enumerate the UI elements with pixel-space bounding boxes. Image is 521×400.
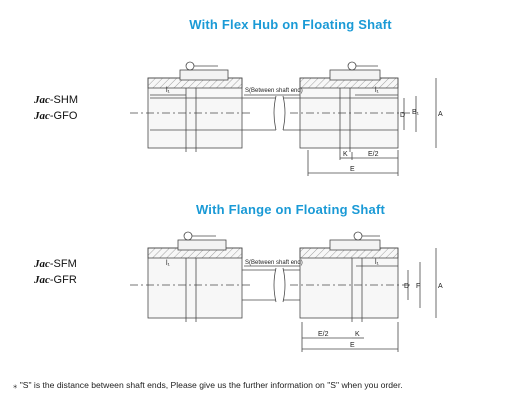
model-brand: Jac xyxy=(34,94,50,106)
e-half-label: E/2 xyxy=(368,151,379,158)
left-flange-body xyxy=(147,247,243,319)
model-code: -GFO xyxy=(49,110,78,122)
d-label: D xyxy=(400,112,405,119)
l1-label: l₁ xyxy=(375,259,380,266)
b1-label: B₁ xyxy=(412,109,420,116)
k-label: K xyxy=(343,151,348,158)
right-flange-body xyxy=(299,247,399,319)
shaft-break xyxy=(273,95,286,131)
model-label-gfo: Jac-GFO xyxy=(34,110,77,122)
model-brand: Jac xyxy=(34,110,50,122)
footnote-text: "S" is the distance between shaft ends, … xyxy=(19,380,403,390)
bottom-diagram-title: With Flange on Floating Shaft xyxy=(195,202,386,217)
a-label: A xyxy=(438,111,443,118)
footnote: ⁎ "S" is the distance between shaft ends… xyxy=(13,380,403,391)
top-diagram-title: With Flex Hub on Floating Shaft xyxy=(189,17,392,32)
model-label-shm: Jac-SHM xyxy=(34,94,78,106)
model-brand: Jac xyxy=(34,258,50,270)
l1-label: l₁ xyxy=(166,260,171,267)
e-label: E xyxy=(350,166,355,173)
left-gear-ring xyxy=(179,69,229,81)
a-label: A xyxy=(438,283,443,290)
l1-label: l₁ xyxy=(375,87,380,94)
s-label: S(Between shaft end) xyxy=(245,88,303,94)
footnote-mark: ⁎ xyxy=(13,380,18,390)
model-code: -GFR xyxy=(49,274,77,286)
e-label: E xyxy=(350,342,355,349)
e-half-label: E/2 xyxy=(318,331,329,338)
k-label: K xyxy=(355,331,360,338)
model-label-sfm: Jac-SFM xyxy=(34,258,77,270)
s-label: S(Between shaft end) xyxy=(245,260,303,266)
l1-label: l₁ xyxy=(166,87,171,94)
model-code: -SFM xyxy=(49,258,77,270)
d-label: D xyxy=(404,283,409,290)
model-label-gfr: Jac-GFR xyxy=(34,274,77,286)
f-label: F xyxy=(416,283,420,290)
model-brand: Jac xyxy=(34,274,50,286)
model-code: -SHM xyxy=(49,94,78,106)
